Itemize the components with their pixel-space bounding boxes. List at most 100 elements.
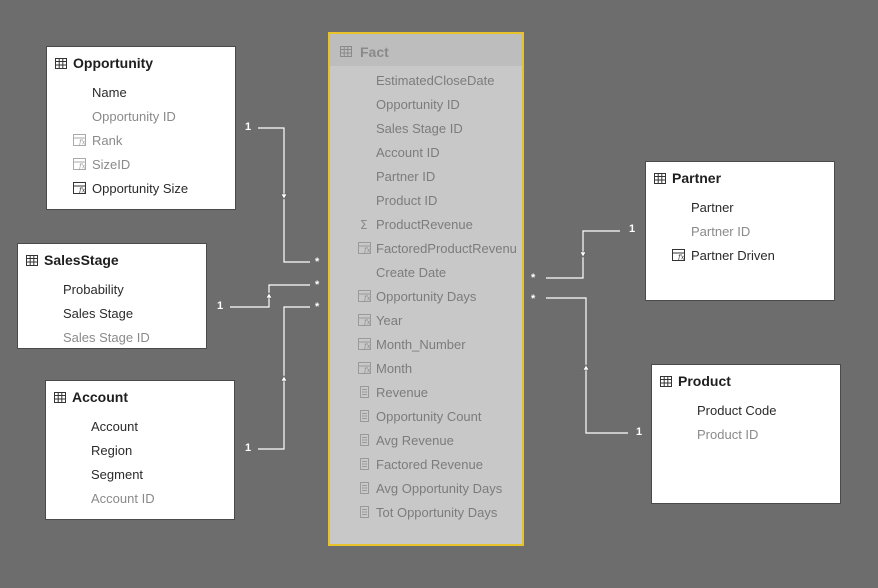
table-title: Fact xyxy=(360,44,389,60)
calc-column-icon: fx xyxy=(358,362,371,374)
table-icon xyxy=(26,254,38,266)
svg-text:fx: fx xyxy=(78,163,86,171)
table-account[interactable]: Account Account Region Segment Account I… xyxy=(45,380,235,520)
svg-text:fx: fx xyxy=(677,254,685,262)
field-rank[interactable]: Rank xyxy=(92,133,123,148)
filter-direction-arrow xyxy=(280,375,288,382)
calc-column-icon: fx xyxy=(358,338,371,350)
svg-text:fx: fx xyxy=(363,247,371,255)
cardinality-many: * xyxy=(315,279,320,291)
table-header: Opportunity xyxy=(55,55,153,71)
fact-field[interactable]: Factored Revenue xyxy=(376,457,483,472)
measure-icon xyxy=(360,458,369,470)
measure-icon xyxy=(360,506,369,518)
field-sizeid[interactable]: SizeID xyxy=(92,157,131,172)
cardinality-many: * xyxy=(315,301,320,313)
calc-column-icon: fx xyxy=(358,242,371,254)
field-opportunity-size[interactable]: Opportunity Size xyxy=(92,181,189,196)
field-partner-driven[interactable]: Partner Driven xyxy=(691,248,775,263)
fact-field[interactable]: Year xyxy=(376,313,403,328)
field-product-code[interactable]: Product Code xyxy=(697,403,777,418)
fact-field[interactable]: FactoredProductRevenu xyxy=(376,241,517,256)
table-icon xyxy=(660,375,672,387)
svg-text:fx: fx xyxy=(363,295,371,303)
fact-field[interactable]: Avg Opportunity Days xyxy=(376,481,503,496)
filter-direction-arrow xyxy=(280,193,288,200)
cardinality-one: 1 xyxy=(217,300,224,312)
measure-icon xyxy=(360,386,369,398)
cardinality-many: * xyxy=(315,256,320,268)
table-title: Product xyxy=(678,373,731,389)
filter-direction-arrow xyxy=(579,251,587,258)
field-partner-id[interactable]: Partner ID xyxy=(691,224,751,239)
fact-field[interactable]: Revenue xyxy=(376,385,429,400)
field-account[interactable]: Account xyxy=(91,419,138,434)
calc-column-icon: fx xyxy=(73,182,86,194)
table-icon xyxy=(340,46,352,57)
relationship-product-fact xyxy=(546,297,628,434)
table-product[interactable]: Product Product Code Product ID xyxy=(651,364,841,504)
fact-field[interactable]: ProductRevenue xyxy=(376,217,473,232)
field-region[interactable]: Region xyxy=(91,443,133,458)
measure-icon xyxy=(360,434,369,446)
field-sales-stage[interactable]: Sales Stage xyxy=(63,306,134,321)
field-partner[interactable]: Partner xyxy=(691,200,734,215)
table-title: SalesStage xyxy=(44,252,119,268)
fact-field[interactable]: Sales Stage ID xyxy=(376,121,463,136)
table-icon xyxy=(654,172,666,184)
calc-column-icon: fx xyxy=(358,290,371,302)
calc-column-icon: fx xyxy=(672,249,685,261)
svg-text:Σ: Σ xyxy=(360,218,368,230)
field-product-id[interactable]: Product ID xyxy=(697,427,759,442)
table-header: Partner xyxy=(654,170,721,186)
svg-text:fx: fx xyxy=(363,343,371,351)
cardinality-one: 1 xyxy=(245,442,252,454)
fact-field[interactable]: Month_Number xyxy=(376,337,466,352)
fact-field[interactable]: Create Date xyxy=(376,265,447,280)
calc-column-icon: fx xyxy=(73,134,86,146)
svg-text:fx: fx xyxy=(78,187,86,195)
fact-field[interactable]: Month xyxy=(376,361,413,376)
measure-icon xyxy=(360,482,369,494)
field-name[interactable]: Name xyxy=(92,85,127,100)
fact-field[interactable]: Opportunity ID xyxy=(376,97,460,112)
field-sales-stage-id[interactable]: Sales Stage ID xyxy=(63,330,150,345)
measure-icon xyxy=(360,410,369,422)
calc-column-icon: fx xyxy=(358,314,371,326)
table-salesstage[interactable]: SalesStage Probability Sales Stage Sales… xyxy=(17,243,207,349)
table-icon xyxy=(55,57,67,69)
fact-field[interactable]: Avg Revenue xyxy=(376,433,454,448)
filter-direction-arrow xyxy=(265,292,273,299)
field-segment[interactable]: Segment xyxy=(91,467,144,482)
table-partner[interactable]: Partner Partner Partner ID fx Partner Dr… xyxy=(645,161,835,301)
fact-field[interactable]: Opportunity Days xyxy=(376,289,477,304)
table-icon xyxy=(54,391,66,403)
table-title: Account xyxy=(72,389,128,405)
fact-field[interactable]: Partner ID xyxy=(376,169,436,184)
field-opportunity-id[interactable]: Opportunity ID xyxy=(92,109,176,124)
table-opportunity[interactable]: Opportunity Name Opportunity ID fx Rank … xyxy=(46,46,236,210)
fact-field[interactable]: Account ID xyxy=(376,145,440,160)
field-account-id[interactable]: Account ID xyxy=(91,491,155,506)
table-header: Account xyxy=(54,389,128,405)
cardinality-many: * xyxy=(531,272,536,284)
fact-field[interactable]: Tot Opportunity Days xyxy=(376,505,498,520)
field-probability[interactable]: Probability xyxy=(63,282,124,297)
svg-text:fx: fx xyxy=(363,367,371,375)
fact-field[interactable]: Product ID xyxy=(376,193,438,208)
table-title: Partner xyxy=(672,170,722,186)
cardinality-one: 1 xyxy=(629,223,636,235)
calc-column-icon: fx xyxy=(73,158,86,170)
table-header: Product xyxy=(660,373,731,389)
sigma-icon: Σ xyxy=(360,218,368,230)
filter-direction-arrow xyxy=(582,364,590,371)
fact-field[interactable]: Opportunity Count xyxy=(376,409,482,424)
cardinality-one: 1 xyxy=(636,426,643,438)
fact-field[interactable]: EstimatedCloseDate xyxy=(376,73,495,88)
table-title: Opportunity xyxy=(73,55,154,71)
cardinality-many: * xyxy=(531,293,536,305)
table-header: Fact xyxy=(330,34,522,66)
svg-text:fx: fx xyxy=(78,139,86,147)
